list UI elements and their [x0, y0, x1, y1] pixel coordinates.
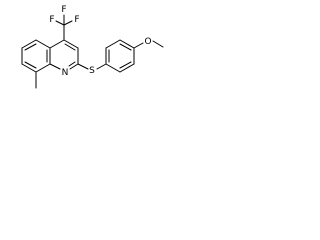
- bond-c-f-left: [55, 20, 65, 26]
- methoxy-group: O: [133, 37, 164, 49]
- bond-c2-s: [77, 63, 89, 70]
- double-bond-c3-c4: [64, 43, 76, 51]
- double-bond-c7-c8: [24, 61, 37, 69]
- bond-c8-c8a: [35, 63, 51, 73]
- bond-p3-p4: [119, 39, 135, 49]
- thioether-linkage: S: [77, 63, 107, 76]
- bond-c7-c8: [21, 63, 37, 73]
- double-bond-p3-p4: [119, 43, 132, 51]
- fluorine-right-label: F: [74, 15, 79, 25]
- chemical-structure-diagram: F F F N S O: [21, 5, 164, 89]
- double-bond-p5-p6: [119, 61, 132, 69]
- ring-nitrogen-label: N: [62, 68, 69, 78]
- double-bond-c2-n1: [68, 61, 76, 67]
- double-bond-c5-c6: [24, 43, 37, 51]
- bond-n1-c8a: [49, 63, 61, 70]
- bond-p5-p6: [119, 63, 135, 73]
- bond-s-aryl: [96, 63, 107, 70]
- pyridine-ring: [49, 39, 79, 70]
- oxygen-label: O: [144, 37, 151, 47]
- bond-c5-c6: [21, 39, 37, 49]
- bond-c4a-c4: [49, 39, 65, 49]
- bond-c4-c3: [63, 39, 79, 49]
- fluorine-top-label: F: [61, 5, 66, 15]
- bond-c4a-c5: [35, 39, 51, 49]
- bond-p2-p3: [105, 39, 121, 49]
- trifluoromethyl-group: F F F: [49, 5, 80, 41]
- bond-c-f-right: [63, 20, 73, 26]
- bond-c2-n1: [69, 63, 79, 70]
- benzo-ring: [21, 39, 51, 73]
- bond-p4-o: [133, 42, 144, 49]
- fluorine-left-label: F: [49, 15, 54, 25]
- bond-p6-p1: [105, 63, 121, 73]
- methoxyphenyl-ring: [105, 39, 135, 73]
- bond-o-methyl: [152, 40, 164, 48]
- sulfur-label: S: [89, 66, 95, 76]
